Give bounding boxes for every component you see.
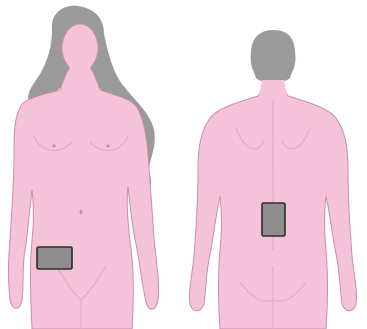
- front-nipple-left: [52, 144, 55, 147]
- front-navel: [80, 210, 83, 214]
- back-neck: [258, 80, 288, 100]
- front-neck: [66, 66, 94, 90]
- back-view-svg: [178, 0, 367, 329]
- front-body: [9, 70, 159, 329]
- back-view-figure: [178, 0, 367, 329]
- back-patch: [262, 203, 285, 236]
- front-nipple-right: [106, 144, 109, 147]
- front-view-figure: [0, 0, 178, 329]
- front-view-svg: [0, 0, 178, 329]
- front-patch: [37, 247, 72, 269]
- front-head: [62, 24, 98, 72]
- back-hair: [251, 30, 295, 83]
